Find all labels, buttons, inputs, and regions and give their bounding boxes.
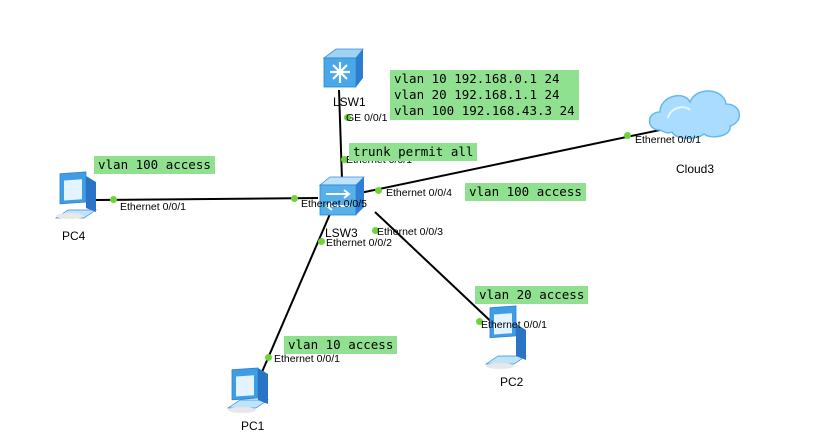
device-label-cloud3: Cloud3 xyxy=(676,162,715,176)
pc-icon[interactable] xyxy=(54,171,98,219)
note-cloud-vlan: vlan 100 access xyxy=(465,183,586,201)
link-lsw3-pc2[interactable] xyxy=(374,211,501,331)
port-label-lsw3-e4: Ethernet 0/0/4 xyxy=(386,187,452,199)
port-label-pc4: Ethernet 0/0/1 xyxy=(120,201,186,213)
link-lsw1-lsw3[interactable] xyxy=(338,89,343,181)
note-pc4-vlan: vlan 100 access xyxy=(94,156,215,174)
link-lsw3-pc4[interactable] xyxy=(95,197,319,201)
port-dot-lsw3-e3 xyxy=(372,227,379,234)
port-dot-cloud3 xyxy=(624,132,631,139)
device-label-lsw3: LSW3 xyxy=(325,226,358,240)
device-label-pc1: PC1 xyxy=(241,419,265,433)
note-pc2-vlan: vlan 20 access xyxy=(475,286,589,304)
port-dot-lsw3-e1 xyxy=(341,156,348,163)
port-label-lsw1-ge: GE 0/0/1 xyxy=(346,112,388,124)
port-label-lsw3-e5: Ethernet 0/0/5 xyxy=(301,198,367,210)
pc-icon[interactable] xyxy=(484,305,528,369)
port-dot-lsw3-e5 xyxy=(291,195,298,202)
note-pc1-vlan: vlan 10 access xyxy=(284,336,398,354)
router-icon[interactable] xyxy=(322,48,364,88)
pc-icon[interactable] xyxy=(226,367,270,413)
note-trunk: trunk permit all xyxy=(349,143,478,161)
port-dot-pc1 xyxy=(265,354,272,361)
port-label-lsw3-e3: Ethernet 0/0/3 xyxy=(377,226,443,238)
port-dot-pc2 xyxy=(476,318,483,325)
port-dot-lsw3-e2 xyxy=(318,238,325,245)
device-label-lsw1: LSW1 xyxy=(333,95,366,109)
note-line: vlan 20 192.168.1.1 24 xyxy=(394,87,560,102)
device-label-pc4: PC4 xyxy=(62,229,86,243)
device-label-pc2: PC2 xyxy=(500,375,524,389)
switch-icon[interactable] xyxy=(318,176,365,216)
note-line: vlan 10 192.168.0.1 24 xyxy=(394,71,560,86)
link-lsw3-cloud3[interactable] xyxy=(359,129,661,194)
port-dot-pc4 xyxy=(110,196,117,203)
port-dot-lsw1 xyxy=(344,114,351,121)
cloud-icon[interactable] xyxy=(648,90,740,139)
port-label-cloud3: Ethernet 0/0/1 xyxy=(635,134,701,146)
port-dot-lsw3-e4 xyxy=(375,187,382,194)
port-label-lsw3-e2: Ethernet 0/0/2 xyxy=(326,237,392,249)
note-line: vlan 100 192.168.43.3 24 xyxy=(394,103,575,118)
port-label-pc1: Ethernet 0/0/1 xyxy=(274,353,340,365)
port-label-pc2: Ethernet 0/0/1 xyxy=(481,319,547,331)
